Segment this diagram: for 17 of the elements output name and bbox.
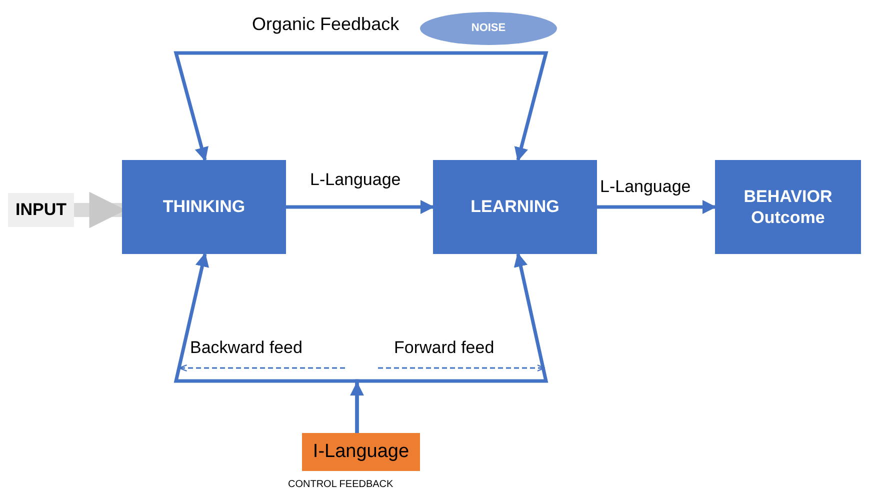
arrow <box>597 200 716 214</box>
arrow <box>174 51 360 162</box>
node-caption: CONTROL FEEDBACK <box>288 479 394 490</box>
process-box: LEARNING <box>433 160 597 254</box>
annotation-text: Backward feed <box>190 338 302 358</box>
annotation-text: Forward feed <box>394 338 494 358</box>
control-box: I-Language <box>302 433 420 471</box>
input-label-box: INPUT <box>8 193 74 227</box>
arrow <box>286 200 434 214</box>
edge-label: L-Language <box>308 170 403 190</box>
process-box: THINKING <box>122 160 286 254</box>
arrow <box>350 382 364 433</box>
process-box: BEHAVIOR Outcome <box>715 160 861 254</box>
noise-ellipse: NOISE <box>420 12 557 45</box>
edge-label: L-Language <box>598 177 693 198</box>
arrow <box>360 51 548 162</box>
annotation-text: Organic Feedback <box>252 14 400 36</box>
